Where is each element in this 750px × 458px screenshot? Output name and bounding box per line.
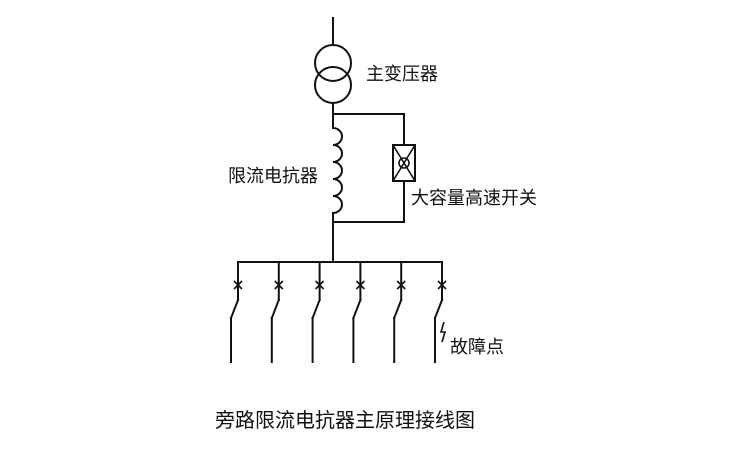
- feeder-5: [392, 261, 406, 363]
- feeder-3: [311, 261, 325, 363]
- breaker-mark: [437, 280, 447, 290]
- feeders-group: [229, 261, 447, 363]
- reactor-symbol: [331, 126, 343, 215]
- breaker-mark: [355, 280, 365, 290]
- reactor-label: 限流电抗器: [228, 166, 318, 187]
- switch-blade: [433, 298, 444, 320]
- transformer-symbol: [314, 44, 352, 104]
- feeder-6: [433, 261, 447, 363]
- fault-label: 故障点: [450, 337, 504, 358]
- switch-label: 大容量高速开关: [411, 188, 537, 209]
- switch-blade: [229, 298, 240, 320]
- diagram-caption: 旁路限流电抗器主原理接线图: [215, 408, 475, 432]
- feeder-2: [270, 261, 284, 363]
- fault-arrow: [439, 321, 447, 343]
- breaker-mark: [233, 280, 243, 290]
- breaker-mark: [274, 280, 284, 290]
- feeder-1: [229, 261, 243, 363]
- transformer-label: 主变压器: [366, 64, 438, 85]
- breaker-mark: [315, 280, 325, 290]
- switch-blade: [311, 298, 321, 320]
- high-speed-switch-symbol: [392, 144, 416, 182]
- switch-blade: [392, 298, 403, 320]
- feeder-4: [352, 261, 365, 363]
- breaker-mark: [396, 280, 406, 290]
- switch-blade: [270, 298, 281, 320]
- switch-blade: [352, 298, 362, 320]
